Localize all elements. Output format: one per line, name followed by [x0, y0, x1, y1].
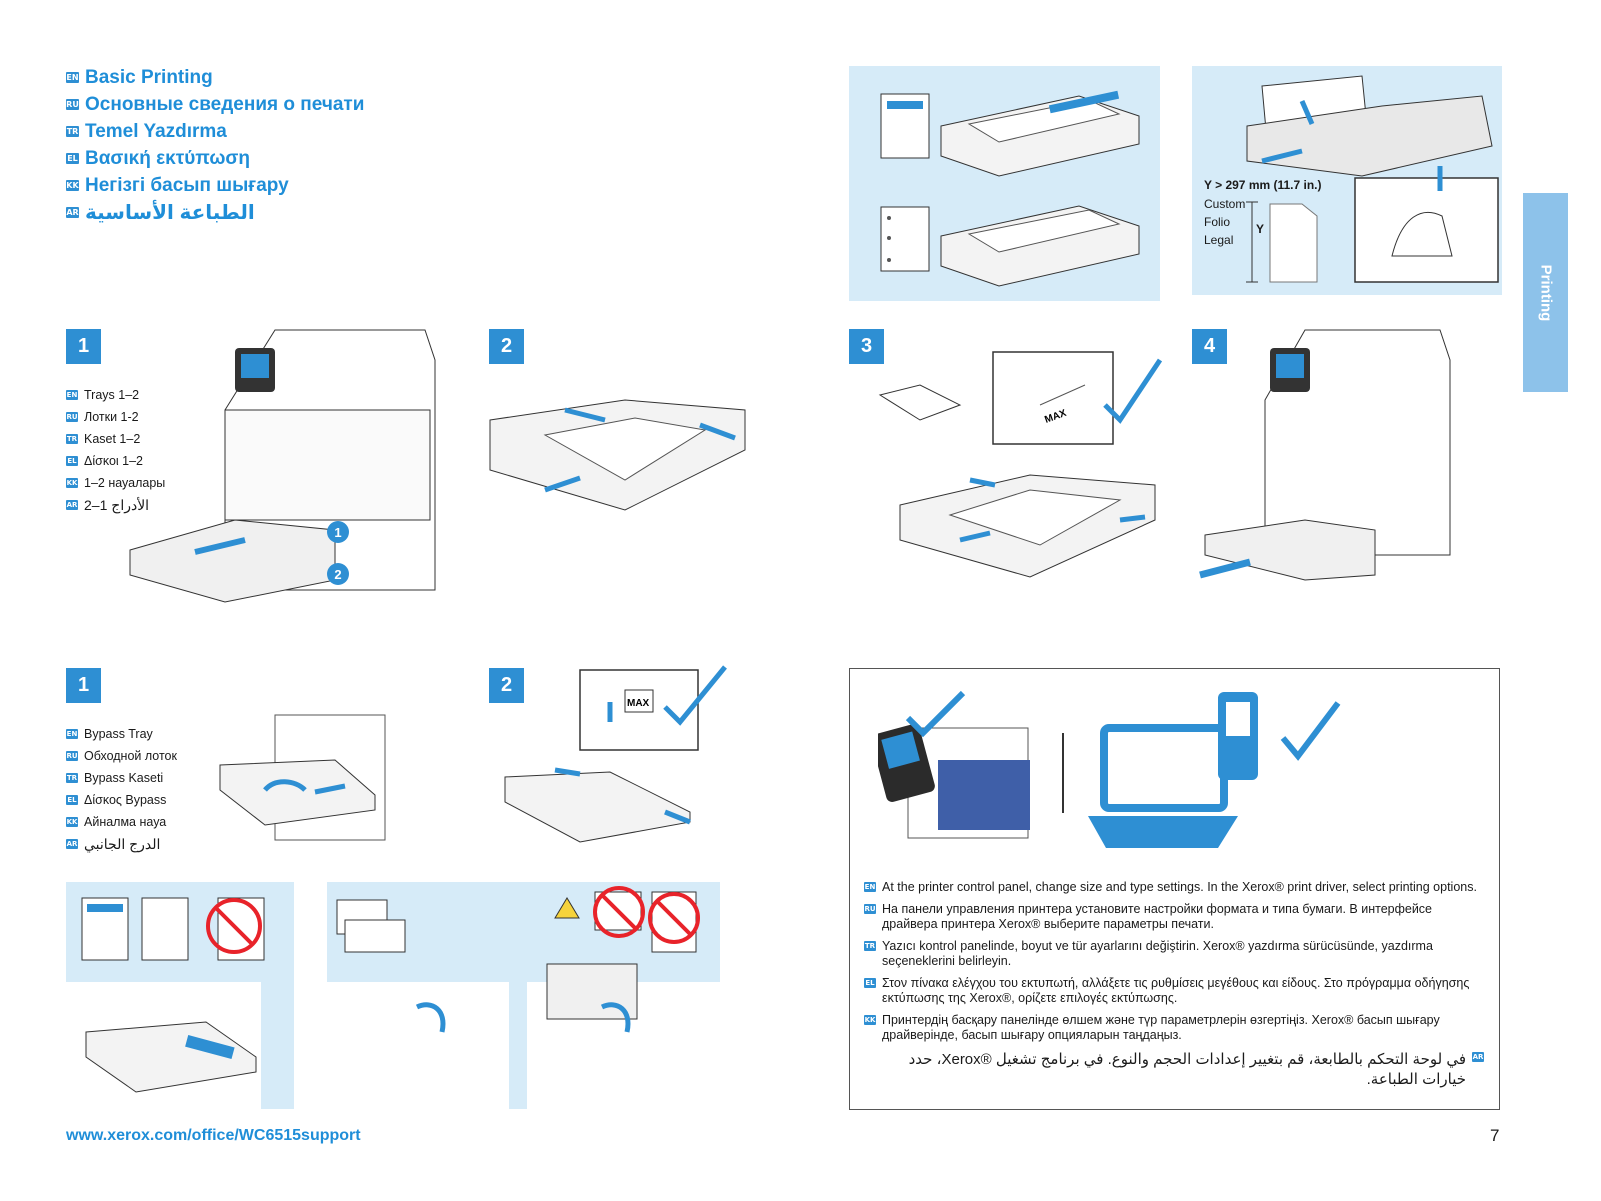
section-tab: Printing: [1523, 193, 1568, 392]
checkmark-icon: [1103, 358, 1163, 424]
lang-badge: TR: [66, 126, 79, 137]
bypass-media-panel: [66, 882, 294, 1109]
insert-tray-illustration: [1199, 329, 1451, 581]
tray-guides-illustration: [489, 399, 746, 511]
tray-step-4: 4: [1192, 329, 1227, 364]
bypass-media-illustration: [66, 897, 265, 1109]
no-labels-icon: [206, 898, 262, 954]
tray-extension-illustration: [1246, 75, 1499, 283]
size-axis-label: Y: [1256, 222, 1265, 236]
no-flap-icon: [648, 892, 700, 944]
bypass-step-1: 1: [66, 668, 101, 703]
callout-1-icon: [327, 521, 349, 543]
svg-text:2: 2: [334, 567, 341, 582]
support-url[interactable]: www.xerox.com/office/WC6515support: [66, 1127, 361, 1144]
tray-step-3: 3: [849, 329, 884, 364]
tray-step-1: 1: [66, 329, 101, 364]
lang-badge: AR: [66, 207, 79, 218]
lang-badge: RU: [66, 99, 79, 110]
paper-size-heading: Y > 297 mm (11.7 in.): [1204, 178, 1322, 192]
load-paper-illustration: MAX: [878, 351, 1163, 578]
page-number: 7: [1490, 1126, 1500, 1145]
svg-text:1: 1: [334, 525, 341, 540]
bypass-open-illustration: [219, 714, 386, 841]
bypass-max-label: MAX: [627, 698, 650, 709]
bypass-step-2: 2: [489, 668, 524, 703]
printer-tray-pull-illustration: 1 2: [129, 329, 436, 603]
checkmark-icon: [905, 690, 966, 738]
control-panel-driver-illustration: [878, 690, 1341, 848]
tray-step-2: 2: [489, 329, 524, 364]
checkmark-icon: [663, 665, 727, 726]
checkmark-icon: [1280, 701, 1341, 761]
laptop-icon: [1100, 724, 1228, 812]
paper-orientation-panel: [849, 66, 1160, 301]
lang-badge: EL: [66, 153, 79, 164]
long-paper-panel: [1192, 66, 1502, 295]
envelope-panel: [327, 882, 720, 1109]
size-custom: Custom: [1204, 197, 1246, 211]
no-envelope-icon: [593, 886, 645, 938]
size-legal: Legal: [1204, 233, 1234, 247]
callout-2-icon: [327, 563, 349, 585]
lang-badge: KK: [66, 180, 79, 191]
tray-paper-illustration: [880, 90, 1140, 287]
warning-icon: [554, 897, 580, 919]
lang-badge: EN: [66, 72, 79, 83]
envelope-illustration: [327, 886, 720, 1109]
size-folio: Folio: [1204, 215, 1231, 229]
bypass-load-illustration: MAX: [504, 665, 727, 843]
